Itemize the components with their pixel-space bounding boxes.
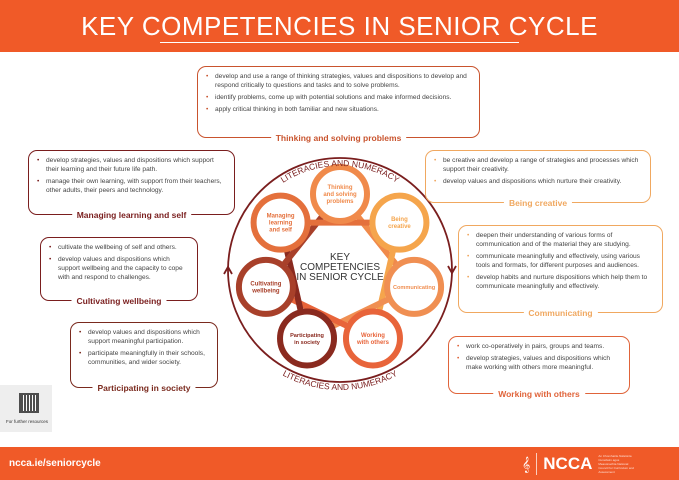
competency-node (369, 192, 430, 253)
node-label: Cultivating (250, 281, 281, 287)
working-label: Working with others (493, 390, 585, 399)
node-label: and solving (323, 192, 357, 198)
node-label: Working (361, 333, 385, 339)
participating-box: develop values and dispositions which su… (70, 322, 218, 393)
node-label: creative (388, 224, 411, 230)
bullet-item: develop values and dispositions which su… (79, 328, 209, 346)
node-label: learning (269, 221, 293, 227)
competency-node (277, 308, 338, 369)
bullet-item: develop values and dispositions which su… (49, 255, 189, 282)
footer-url-link[interactable]: ncca.ie/seniorcycle (9, 458, 101, 469)
bullet-item: develop habits and nurture dispositions … (467, 273, 654, 291)
center-title: COMPETENCIES (300, 262, 380, 273)
bullet-item: cultivate the wellbeing of self and othe… (49, 243, 189, 252)
center-title: KEY (330, 252, 350, 263)
node-label: Managing (267, 214, 295, 220)
bullet-item: develop and use a range of thinking stra… (206, 72, 471, 90)
title-underline (160, 42, 519, 43)
bullet-item: participate meaningfully in their school… (79, 349, 209, 367)
node-label: and self (269, 228, 293, 234)
ncca-logo-subtext: An Chomhairle Náisiúnta Curaclaim agus M… (598, 454, 634, 474)
creative-label: Being creative (503, 199, 573, 208)
center-title: IN SENIOR CYCLE (296, 272, 384, 283)
qr-panel: For further resources (0, 385, 52, 432)
creative-box: be creative and develop a range of strat… (425, 150, 651, 208)
ring-text-bottom: LITERACIES AND NUMERACY (281, 368, 399, 392)
bullet-item: apply critical thinking in both familiar… (206, 105, 471, 114)
outer-ring (227, 157, 453, 383)
bullet-item: develop values and dispositions which nu… (434, 177, 642, 186)
node-label: in society (294, 340, 321, 346)
competency-node (250, 192, 311, 253)
bullet-item: manage their own learning, with support … (37, 177, 226, 195)
bullet-item: work co-operatively in pairs, groups and… (457, 342, 621, 351)
arrow-down-icon (447, 265, 457, 275)
bullet-item: identify problems, come up with potentia… (206, 93, 471, 102)
node-label: with others (356, 340, 390, 346)
ncca-logo: 𝄞 NCCA An Chomhairle Náisiúnta Curaclaim… (522, 453, 634, 475)
managing-box: develop strategies, values and dispositi… (28, 150, 235, 220)
node-label: Participating (290, 333, 324, 339)
bullet-item: communicate meaningfully and effectively… (467, 252, 654, 270)
managing-label: Managing learning and self (71, 211, 192, 220)
bullet-item: deepen their understanding of various fo… (467, 231, 654, 249)
arrow-up-icon (223, 265, 233, 275)
thinking-list: develop and use a range of thinking stra… (206, 72, 471, 114)
cultivating-list: cultivate the wellbeing of self and othe… (49, 243, 189, 282)
managing-list: develop strategies, values and dispositi… (37, 156, 226, 195)
cultivating-box: cultivate the wellbeing of self and othe… (40, 237, 198, 306)
node-label: wellbeing (251, 288, 280, 294)
ncca-logo-text: NCCA (543, 454, 593, 473)
cultivating-label: Cultivating wellbeing (71, 297, 167, 306)
competency-node (235, 256, 296, 317)
participating-list: develop values and dispositions which su… (79, 328, 209, 367)
competency-node (342, 308, 403, 369)
competency-node (384, 256, 445, 317)
bullet-item: develop strategies, values and dispositi… (37, 156, 226, 174)
working-box: work co-operatively in pairs, groups and… (448, 336, 630, 399)
node-label: problems (326, 199, 354, 205)
node-label: Being (391, 217, 408, 223)
thinking-label: Thinking and solving problems (270, 134, 407, 143)
header-banner: KEY COMPETENCIES IN SENIOR CYCLE (0, 0, 679, 52)
communicating-box: deepen their understanding of various fo… (458, 225, 663, 318)
communicating-list: deepen their understanding of various fo… (467, 231, 654, 291)
harp-icon: 𝄞 (522, 455, 531, 472)
qr-code-icon[interactable] (19, 393, 39, 413)
competency-node (310, 164, 370, 224)
participating-label: Participating in society (92, 384, 196, 393)
bullet-item: be creative and develop a range of strat… (434, 156, 642, 174)
page-title: KEY COMPETENCIES IN SENIOR CYCLE (81, 10, 598, 41)
communicating-label: Communicating (523, 309, 598, 318)
node-label: Thinking (328, 185, 353, 191)
bullet-item: develop strategies, values and dispositi… (457, 354, 621, 372)
thinking-box: develop and use a range of thinking stra… (197, 66, 480, 143)
working-list: work co-operatively in pairs, groups and… (457, 342, 621, 372)
footer-banner: ncca.ie/seniorcycle 𝄞 NCCA An Chomhairle… (0, 447, 679, 480)
logo-divider (536, 453, 538, 475)
node-label: Communicating (393, 285, 436, 291)
creative-list: be creative and develop a range of strat… (434, 156, 642, 186)
qr-caption: For further resources (5, 419, 48, 424)
